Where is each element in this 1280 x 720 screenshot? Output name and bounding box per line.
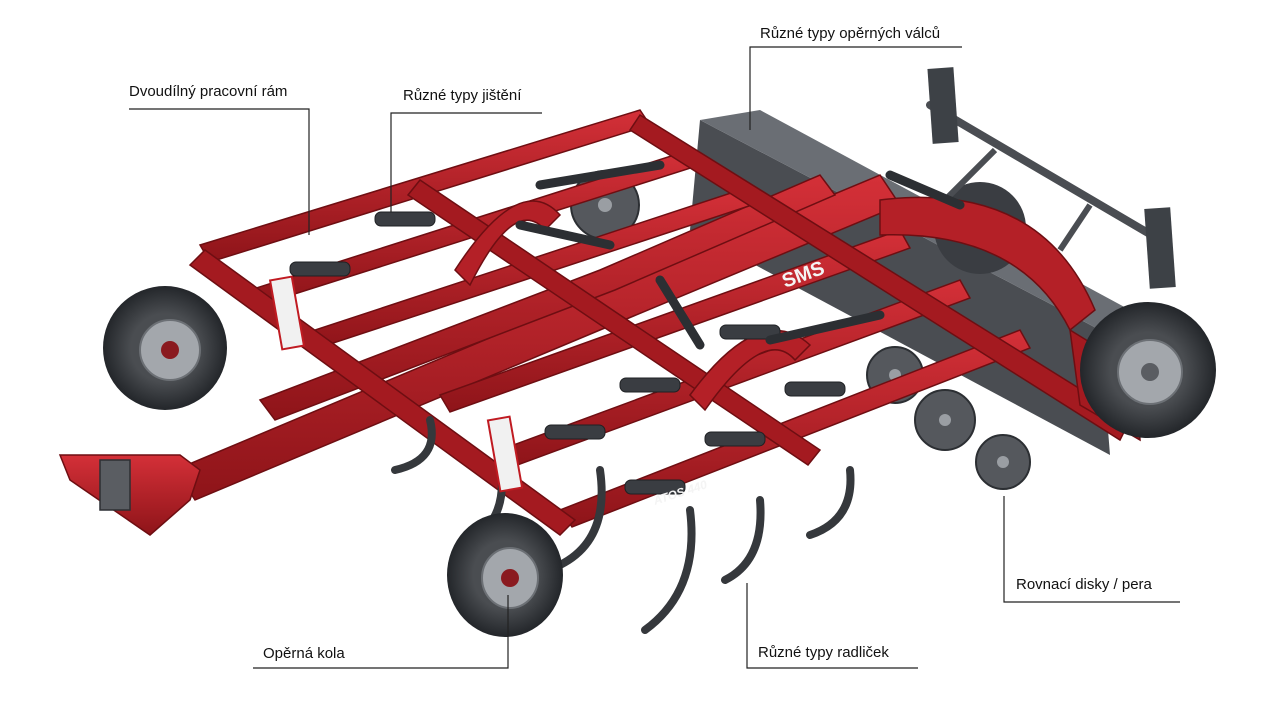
depth-wheel-right xyxy=(1080,302,1216,438)
label-share-types: Různé typy radliček xyxy=(758,644,889,661)
label-roller-types: Různé typy opěrných válců xyxy=(760,25,941,42)
label-protection-types: Různé typy jištění xyxy=(403,87,522,104)
leader-rollers xyxy=(749,46,962,130)
spring-protection xyxy=(289,211,846,495)
depth-wheel-left xyxy=(103,286,227,410)
label-levelling-discs: Rovnací disky / pera xyxy=(1016,576,1152,593)
label-depth-wheels: Opěrná kola xyxy=(263,645,345,662)
leader-protection xyxy=(390,112,542,212)
depth-wheel-front xyxy=(447,513,563,637)
warning-plate xyxy=(268,275,524,493)
leader-discs xyxy=(1003,496,1180,603)
marker-arm xyxy=(926,67,1176,289)
leader-shares xyxy=(746,583,918,669)
hydraulic-cylinders xyxy=(515,160,965,350)
leader-frame xyxy=(129,108,310,235)
leader-lines xyxy=(129,46,1180,669)
leader-wheels xyxy=(253,595,509,669)
label-working-frame: Dvoudílný pracovní rám xyxy=(129,83,288,100)
